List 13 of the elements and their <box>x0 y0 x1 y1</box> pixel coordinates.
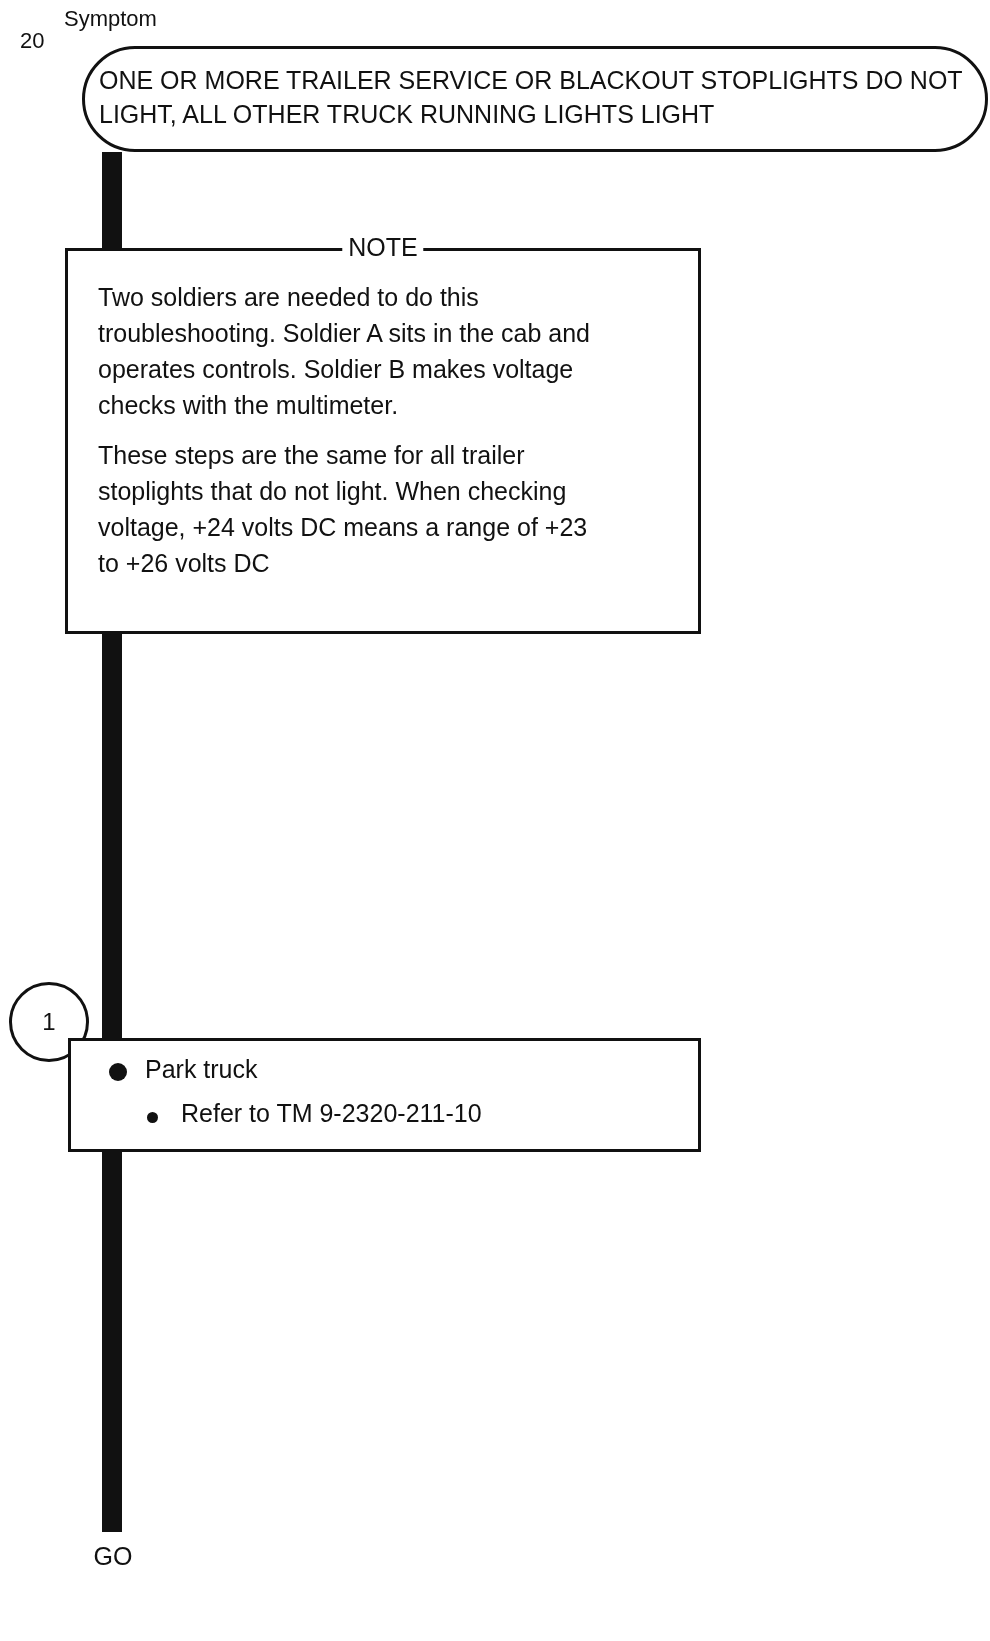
flow-bar <box>102 1152 122 1532</box>
flow-bar <box>102 634 122 1038</box>
flow-bar <box>102 152 122 248</box>
note-paragraph: Two soldiers are needed to do this troubleshooting. Soldier A sits in the cab and operates controls. Soldier B makes voltage checks with the multimeter. <box>98 282 591 421</box>
symptom-label: Symptom <box>64 6 157 32</box>
step-text: Park truck <box>145 1055 258 1084</box>
note-paragraph: These steps are the same for all trailer stoplights that do not light. When checking voltage, +24 volts DC means a range of +23 to +26 volts DC <box>98 440 589 579</box>
symptom-text: ONE OR MORE TRAILER SERVICE OR BLACKOUT STOPLIGHTS DO NOT LIGHT, ALL OTHER TRUCK RUNNING LIGHTS LIGHT <box>99 65 964 130</box>
symptom-number: 20 <box>20 28 45 54</box>
reference-text: Refer to TM 9-2320-211-10 <box>181 1099 482 1128</box>
go-label: GO <box>88 1538 138 1572</box>
step-box <box>68 1038 701 1152</box>
step-number: 1 <box>42 1008 56 1036</box>
